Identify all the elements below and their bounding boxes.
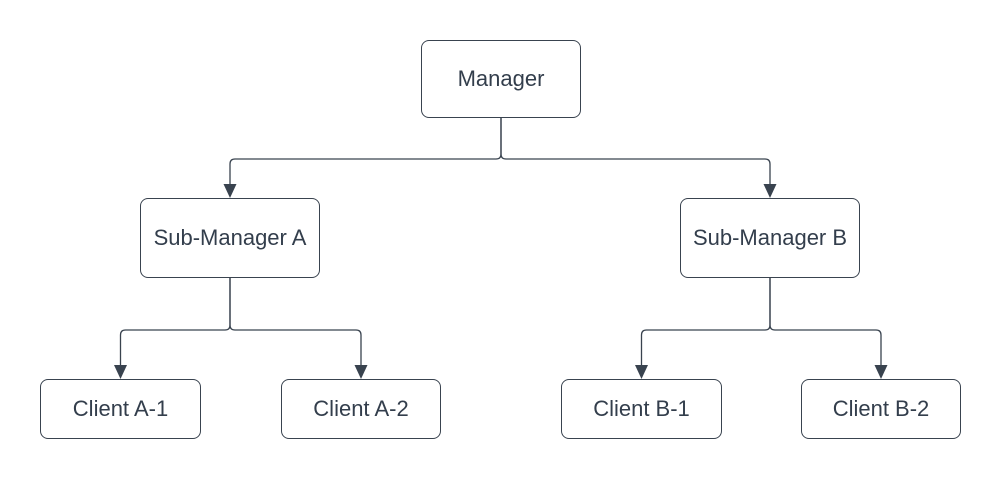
node-sub-manager-a-label: Sub-Manager A	[153, 224, 307, 250]
arrowhead-icon-sub-manager-a	[223, 184, 237, 198]
node-client-a-2[interactable]: Client A-2	[281, 379, 441, 439]
edge-sub-manager-a-to-client-a-1[interactable]	[119, 278, 231, 367]
arrowhead-icon-client-b-1	[635, 365, 648, 379]
arrowhead-icon-sub-manager-b	[763, 184, 777, 198]
edge-sub-manager-b-to-client-b-2[interactable]	[769, 278, 882, 367]
edge-manager-to-sub-manager-a[interactable]	[229, 118, 502, 186]
node-client-b-2-label: Client B-2	[832, 395, 930, 421]
edge-sub-manager-a-to-client-a-2[interactable]	[229, 278, 362, 367]
arrowhead-icon-client-b-2	[874, 365, 888, 379]
node-client-a-2-label: Client A-2	[313, 395, 409, 421]
node-client-a-1[interactable]: Client A-1	[40, 379, 201, 439]
node-sub-manager-b[interactable]: Sub-Manager B	[680, 198, 860, 278]
node-client-b-1[interactable]: Client B-1	[561, 379, 722, 439]
node-client-b-2[interactable]: Client B-2	[801, 379, 961, 439]
node-client-a-1-label: Client A-1	[72, 395, 169, 421]
arrowhead-icon-client-a-1	[114, 365, 127, 379]
node-manager[interactable]: Manager	[421, 40, 581, 118]
edge-manager-to-sub-manager-b[interactable]	[500, 118, 771, 186]
node-sub-manager-a[interactable]: Sub-Manager A	[140, 198, 320, 278]
node-sub-manager-b-label: Sub-Manager B	[692, 224, 848, 250]
edge-sub-manager-b-to-client-b-1[interactable]	[640, 278, 771, 367]
node-manager-label: Manager	[457, 65, 545, 91]
node-client-b-1-label: Client B-1	[593, 395, 690, 421]
arrowhead-icon-client-a-2	[354, 365, 368, 379]
